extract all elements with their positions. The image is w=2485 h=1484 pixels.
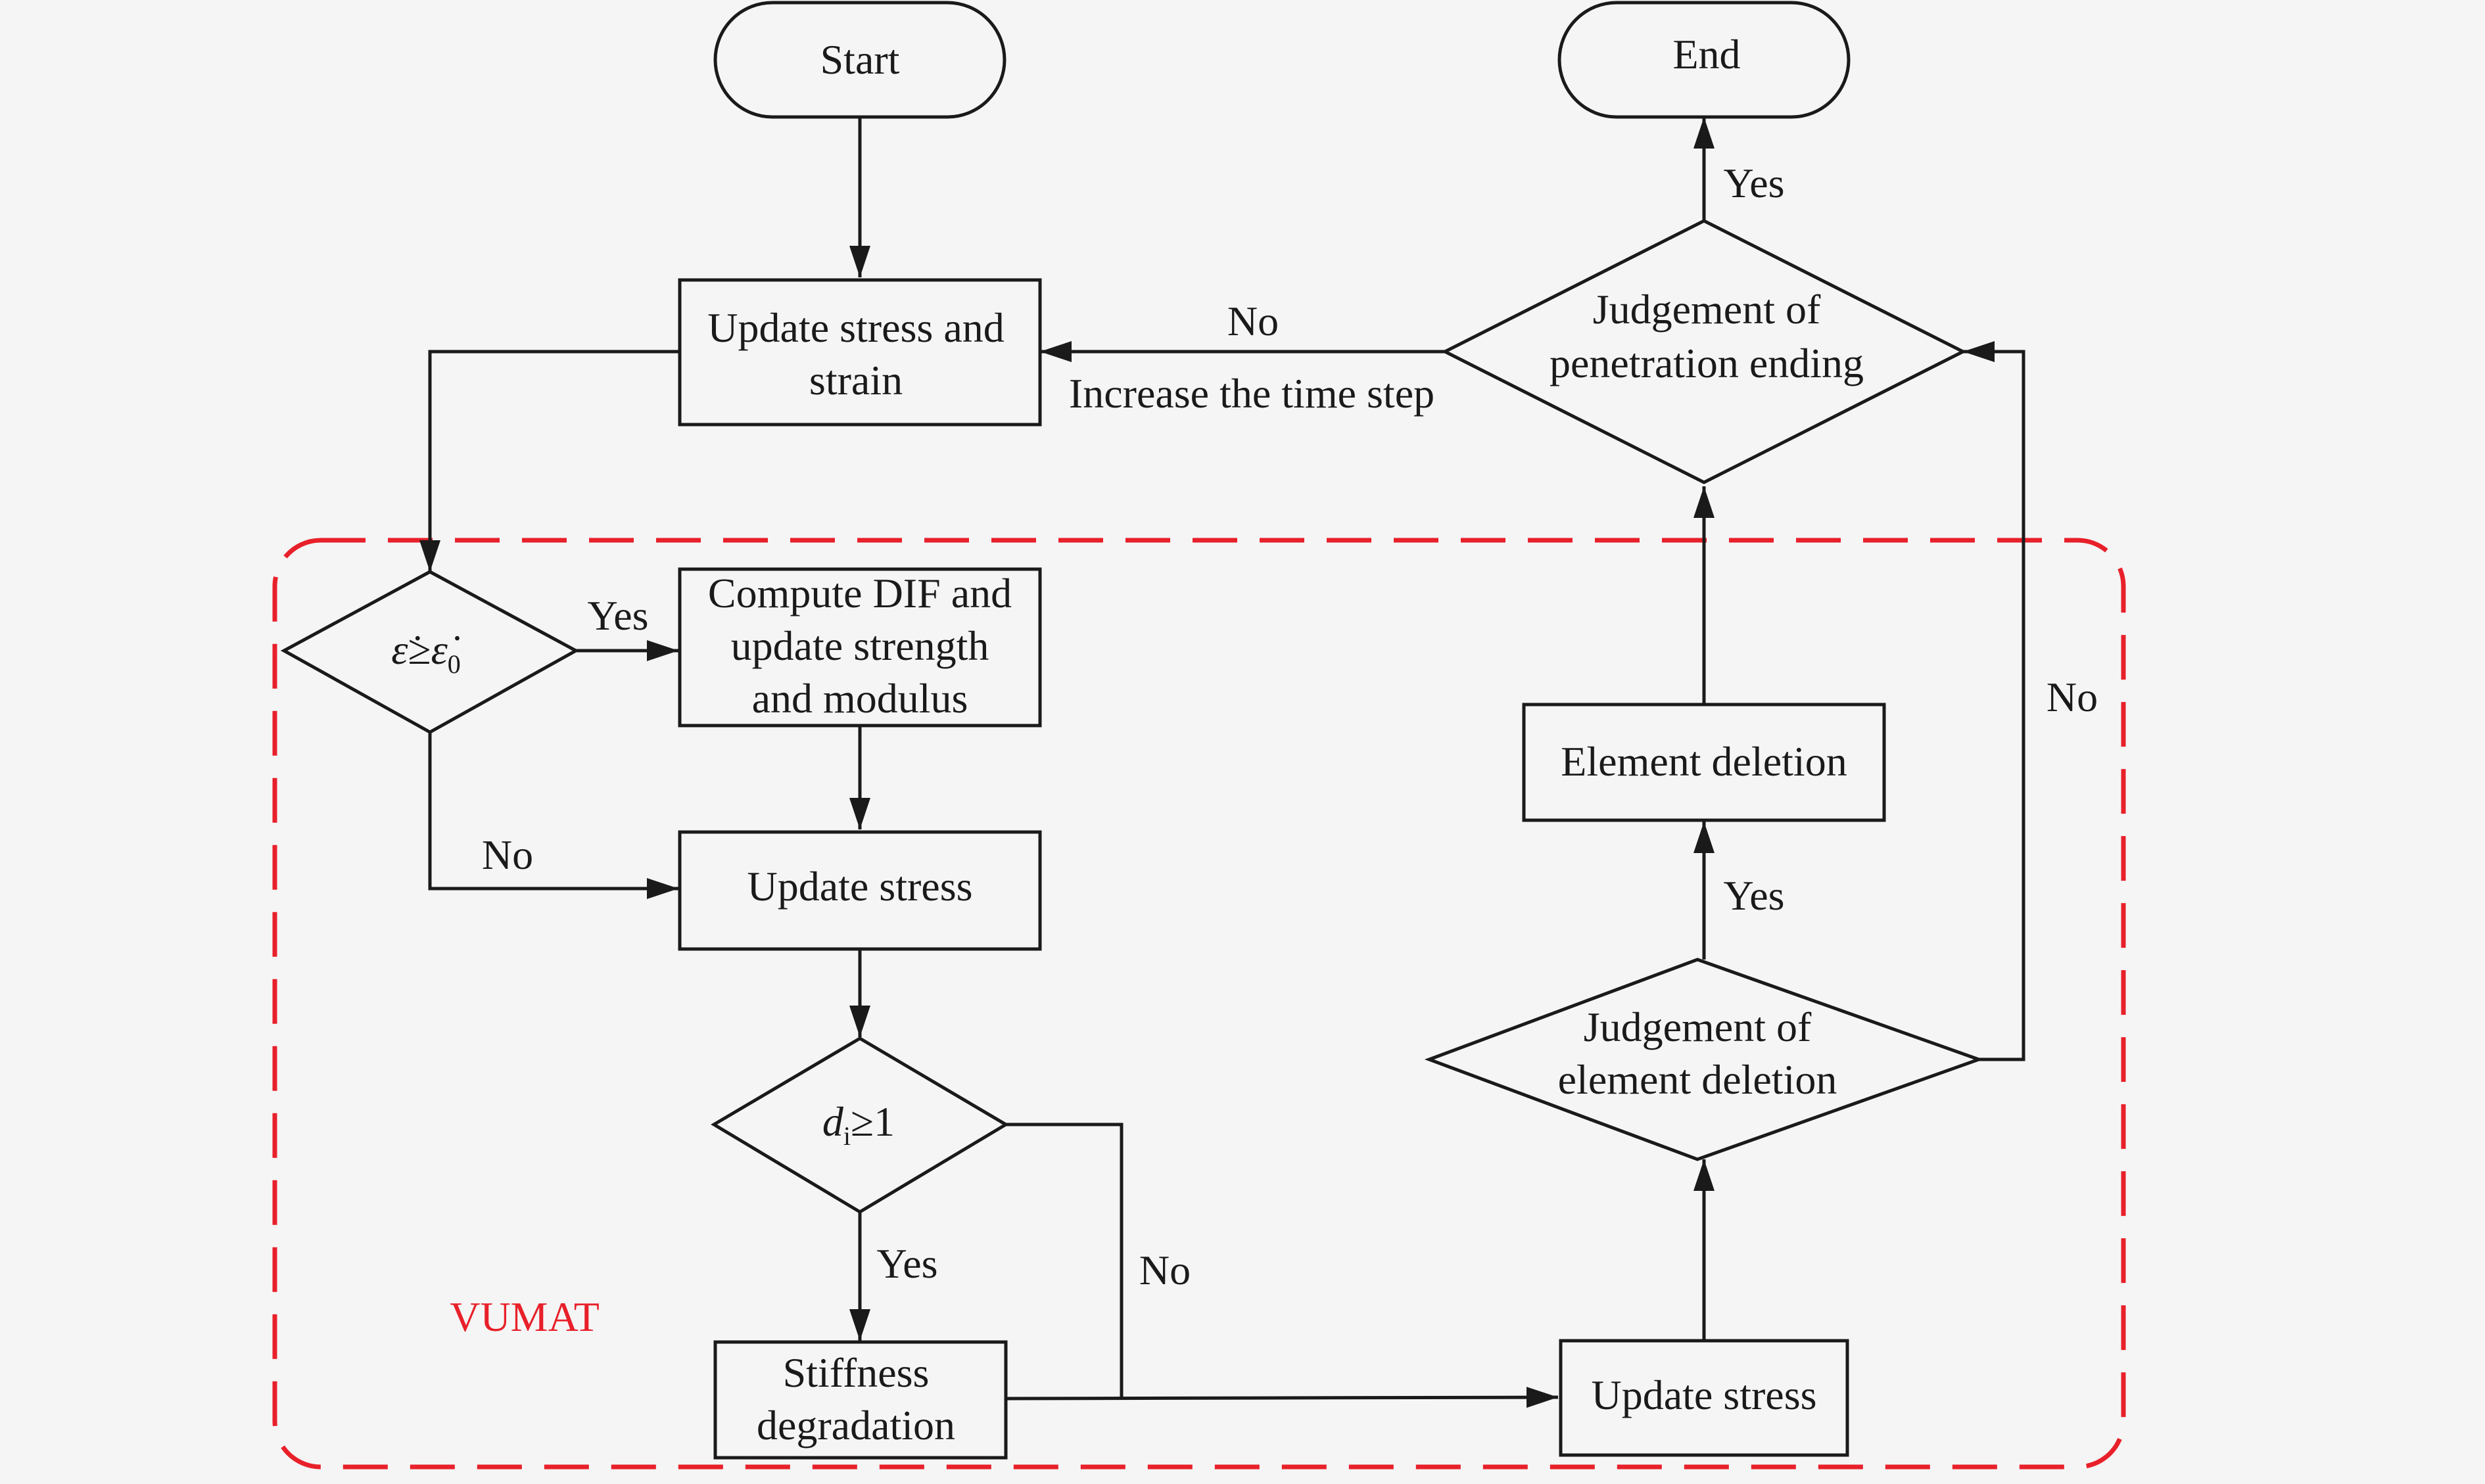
judge-penetration-line-2: penetration ending	[1550, 340, 1864, 386]
damage-condition: di≥1	[822, 1098, 895, 1151]
start-label: Start	[820, 36, 900, 83]
edge-deletion-no	[1963, 341, 2025, 1061]
compute-dif-line-3: and modulus	[752, 675, 968, 722]
penetration-yes-label: Yes	[1723, 160, 1784, 206]
damage-check-node	[711, 1036, 1009, 1214]
damage-no-label: No	[1139, 1247, 1191, 1293]
update-stress-final-label: Update stress	[1591, 1372, 1816, 1418]
compute-dif-line-1: Compute DIF and	[708, 570, 1012, 616]
compute-dif-line-2: update strength	[731, 622, 989, 669]
strain-rate-reference-subscript: 0	[448, 649, 461, 679]
deletion-no-label: No	[2047, 674, 2098, 720]
judge-penetration-line-1: Judgement of	[1593, 286, 1821, 333]
edge-damage-no	[1006, 1123, 1124, 1397]
strain-rate-operator: ≥	[408, 626, 431, 673]
vumat-region-label: VUMAT	[450, 1293, 600, 1340]
end-label: End	[1672, 31, 1740, 78]
edge-rate-no	[428, 732, 678, 899]
stiffness-degradation-line-2: degradation	[757, 1402, 955, 1449]
stiffness-degradation-node	[713, 1340, 1008, 1460]
strain-rate-condition: ε̇≥ε̇0	[391, 626, 461, 679]
compute-dif-node	[678, 567, 1042, 728]
damage-variable: d	[822, 1098, 844, 1145]
update-stress-final-node	[1559, 1339, 1849, 1457]
update-stress-label: Update stress	[747, 863, 972, 910]
vumat-region-frame	[272, 538, 2126, 1470]
update-stress-strain-line-2: strain	[809, 357, 903, 404]
edge-stiffness-to-update-stress	[1005, 1387, 1559, 1408]
end-node	[1557, 1, 1851, 119]
damage-variable-subscript: i	[843, 1121, 851, 1151]
update-stress-node	[678, 830, 1042, 951]
judge-penetration-node	[1441, 219, 1967, 484]
rate-no-label: No	[482, 831, 533, 878]
damage-operator: ≥1	[851, 1098, 895, 1145]
edge-update-to-rate-check	[419, 350, 680, 572]
judge-element-deletion-line-2: element deletion	[1558, 1056, 1837, 1103]
element-deletion-label: Element deletion	[1561, 738, 1847, 785]
strain-rate-check-node	[280, 570, 580, 734]
damage-yes-label: Yes	[876, 1240, 937, 1287]
deletion-yes-label: Yes	[1723, 872, 1784, 919]
update-stress-strain-line-1: Update stress and	[707, 304, 1004, 351]
stiffness-degradation-line-1: Stiffness	[783, 1349, 930, 1396]
rate-yes-label: Yes	[587, 592, 648, 639]
update-stress-strain-node	[678, 278, 1042, 427]
judge-element-deletion-node	[1424, 958, 1984, 1161]
element-deletion-node	[1522, 703, 1886, 822]
penetration-no-label: No	[1227, 298, 1279, 344]
judge-element-deletion-line-1: Judgement of	[1584, 1004, 1812, 1050]
start-node	[713, 1, 1006, 119]
increase-time-step-label: Increase the time step	[1069, 370, 1434, 417]
